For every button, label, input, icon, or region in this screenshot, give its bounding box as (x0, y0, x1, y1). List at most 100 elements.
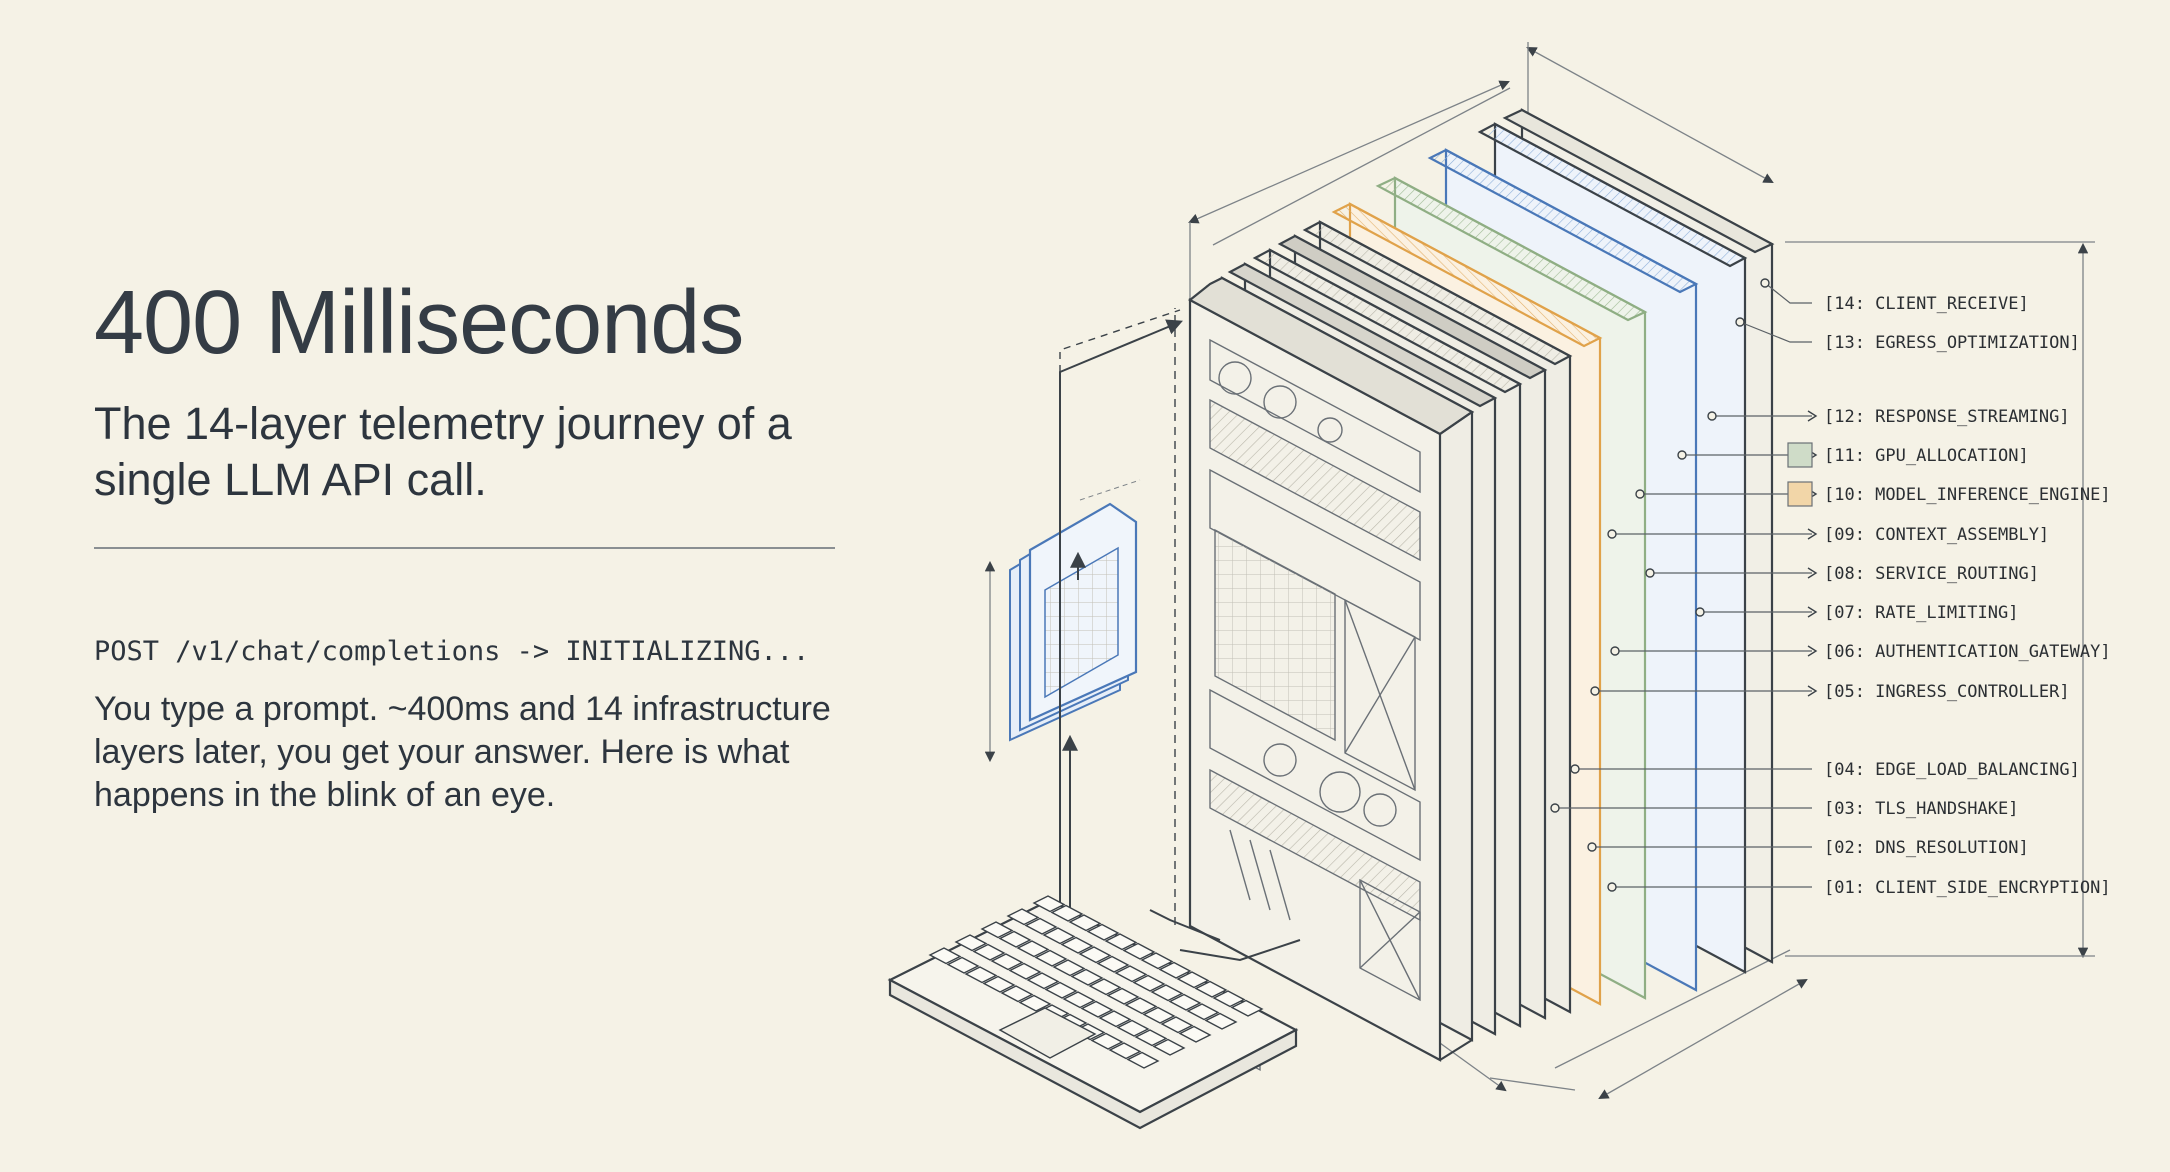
leader-arrowhead (1807, 606, 1818, 618)
layer-label-12: [12: RESPONSE_STREAMING] (1824, 407, 2070, 427)
leader-arrowhead (1807, 410, 1818, 422)
page-title: 400 Milliseconds (94, 273, 744, 373)
leader-dot (1610, 646, 1620, 656)
keyboard-key (1160, 1016, 1194, 1034)
page-subtitle: The 14-layer telemetry journey of a sing… (94, 398, 792, 505)
keyboard-key (1026, 972, 1060, 990)
keyboard-key (1186, 1003, 1220, 1021)
keyboard-key (1106, 987, 1140, 1005)
keyboard-key (1096, 955, 1130, 973)
keyboard-key (990, 953, 1024, 971)
layer-label-01: [01: CLIENT_SIDE_ENCRYPTION] (1824, 878, 2111, 898)
layer-swatch (1787, 481, 1813, 507)
keyboard-key (1204, 1012, 1238, 1030)
layer-labels: [14: CLIENT_RECEIVE] [13: EGRESS_OPTIMIZA… (1550, 278, 2111, 898)
keyboard-key (1080, 1000, 1114, 1018)
document-icon (984, 479, 1141, 763)
layer-label-08: [08: SERVICE_ROUTING] (1824, 564, 2039, 584)
keyboard-key (1042, 927, 1076, 945)
keyboard-icon (887, 895, 1299, 1130)
keyboard-key (1016, 940, 1050, 958)
leader-dot (1635, 489, 1645, 499)
keyboard-key (1000, 985, 1034, 1003)
keyboard-key (982, 975, 1016, 993)
keyboard-key (1212, 990, 1246, 1008)
keyboard-key (1018, 994, 1052, 1012)
leader-dot (1607, 882, 1617, 892)
leader-dot (1760, 278, 1770, 288)
layer-label-04: [04: EDGE_LOAD_BALANCING] (1824, 760, 2080, 780)
leader-dot (1735, 317, 1745, 327)
leader-dot (1570, 764, 1580, 774)
leader-dot (1587, 842, 1597, 852)
leader-dot (1590, 686, 1600, 696)
keyboard-key (1178, 1025, 1212, 1043)
keyboard-key (1050, 904, 1084, 922)
layer-label-03: [03: TLS_HANDSHAKE] (1824, 799, 2018, 819)
keyboard-key (1230, 999, 1264, 1017)
keyboard-key (954, 934, 988, 952)
keyboard-key (1134, 1029, 1168, 1047)
keyboard-key (972, 943, 1006, 961)
keyboard-key (1126, 1051, 1160, 1069)
keyboard-key (1158, 961, 1192, 979)
leader-arrowhead (1807, 685, 1818, 697)
layer-label-10: [10: MODEL_INFERENCE_ENGINE] (1824, 485, 2111, 505)
layer-label-11: [11: GPU_ALLOCATION] (1824, 446, 2029, 466)
layer-label-09: [09: CONTEXT_ASSEMBLY] (1824, 525, 2049, 545)
keyboard-key (1108, 1042, 1142, 1060)
layer-label-05: [05: INGRESS_CONTROLLER] (1824, 682, 2070, 702)
keyboard-key (1044, 981, 1078, 999)
keyboard-key (1124, 997, 1158, 1015)
keyboard-key (1008, 962, 1042, 980)
keyboard-key (1104, 933, 1138, 951)
keyboard-key (980, 921, 1014, 939)
api-endpoint-text: POST /v1/chat/completions -> INITIALIZIN… (94, 636, 810, 667)
keyboard-key (1150, 984, 1184, 1002)
leader-arrowhead (1807, 567, 1818, 579)
layer-label-06: [06: AUTHENTICATION_GATEWAY] (1824, 642, 2111, 662)
leader-dot (1695, 607, 1705, 617)
keyboard-key (1024, 917, 1058, 935)
keyboard-key (1176, 971, 1210, 989)
keyboard-key (1114, 965, 1148, 983)
keyboard-key (1086, 923, 1120, 941)
keyboard-key (1070, 968, 1104, 986)
layer-label-13: [13: EGRESS_OPTIMIZATION] (1824, 333, 2080, 353)
keyboard-key (964, 966, 998, 984)
keyboard-key (1152, 1038, 1186, 1056)
leader-arrowhead (1807, 528, 1818, 540)
keyboard-key (946, 956, 980, 974)
keyboard-key (1032, 895, 1066, 913)
keyboard-key (1060, 936, 1094, 954)
leader-dot (1550, 803, 1560, 813)
keyboard-key (1168, 993, 1202, 1011)
keyboard-key (1098, 1010, 1132, 1028)
divider (94, 547, 835, 549)
intro-paragraph: You type a prompt. ~400ms and 14 infrast… (94, 690, 831, 814)
keyboard-key (1088, 978, 1122, 996)
keyboard-key (1068, 914, 1102, 932)
keyboard-key (998, 930, 1032, 948)
leader-arrowhead (1807, 645, 1818, 657)
keyboard-key (1194, 980, 1228, 998)
leader-line (1764, 282, 1812, 304)
dimension-lines (1188, 42, 2095, 1100)
keyboard-key (1142, 1006, 1176, 1024)
keyboard-key (1132, 974, 1166, 992)
layer-label-14: [14: CLIENT_RECEIVE] (1824, 294, 2029, 314)
leader-line (1739, 321, 1812, 343)
keyboard-key (1116, 1019, 1150, 1037)
leader-dot (1677, 450, 1687, 460)
keyboard-key (928, 947, 962, 965)
front-panel-detail (1209, 338, 1421, 1072)
keyboard-key (1052, 959, 1086, 977)
layer-swatch (1787, 442, 1813, 468)
keyboard-key (1078, 946, 1112, 964)
keyboard-key (1006, 908, 1040, 926)
keyboard-key (1090, 1032, 1124, 1050)
keyboard-key (1034, 949, 1068, 967)
leader-dot (1645, 568, 1655, 578)
layer-label-02: [02: DNS_RESOLUTION] (1824, 838, 2029, 858)
